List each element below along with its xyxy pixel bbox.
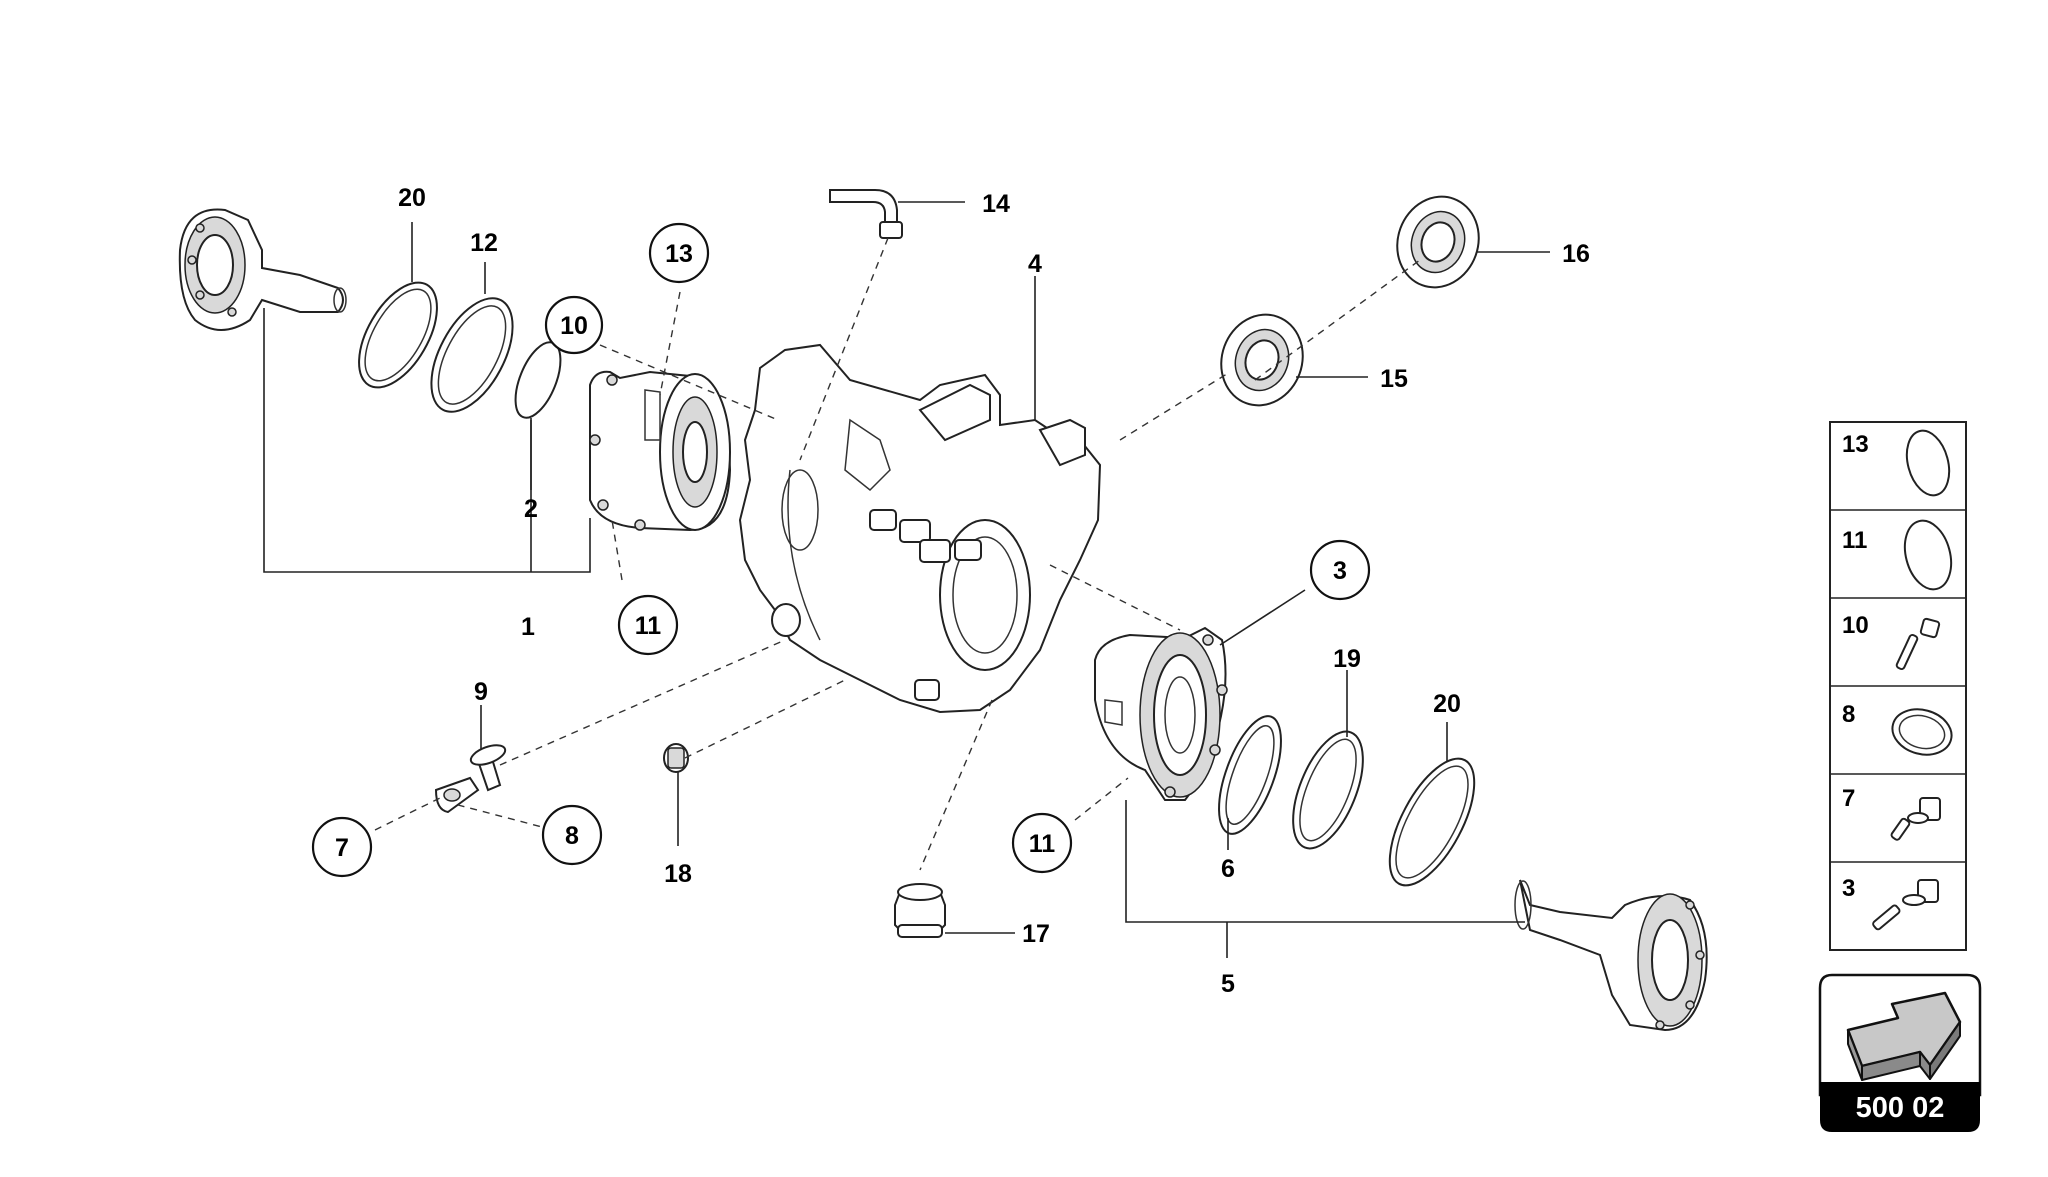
drain-plug <box>434 744 507 814</box>
seal-ring-12 <box>430 297 514 413</box>
shaft-seal-16 <box>1396 195 1480 289</box>
svg-text:3: 3 <box>1333 557 1347 585</box>
legend-row: 13 <box>1842 429 1951 497</box>
svg-text:7: 7 <box>1842 785 1855 812</box>
differential-housing <box>738 343 1102 714</box>
right-snap-ring <box>1388 757 1476 887</box>
bolt-icon <box>1895 617 1941 671</box>
right-flange-housing <box>1094 626 1228 801</box>
legend-row: 8 <box>1842 701 1953 756</box>
callout-9: 9 <box>474 678 488 706</box>
legend-row: 11 <box>1842 519 1953 591</box>
callout-6: 6 <box>1221 855 1235 883</box>
callout-15: 15 <box>1380 365 1408 393</box>
o-ring-icon <box>1903 519 1953 591</box>
right-output-shaft <box>1514 879 1708 1032</box>
screw-plug-18 <box>663 743 689 773</box>
o-ring-icon <box>1905 429 1951 497</box>
callout-14: 14 <box>982 190 1010 218</box>
flange-bolt-icon <box>1890 797 1941 841</box>
page-code: 500 02 <box>1856 1092 1945 1124</box>
left-flange-housing <box>589 370 732 532</box>
callout-16: 16 <box>1562 240 1590 268</box>
legend-row: 7 <box>1842 785 1941 841</box>
callout-17: 17 <box>1022 920 1050 948</box>
callout-1: 1 <box>521 613 535 641</box>
callout-4: 4 <box>1028 250 1042 278</box>
svg-text:10: 10 <box>560 312 588 340</box>
next-arrow-icon <box>1846 991 1962 1081</box>
left-output-shaft <box>178 208 347 331</box>
callout-20-left: 20 <box>398 184 426 212</box>
sealing-ring-icon <box>1891 708 1953 756</box>
svg-text:13: 13 <box>1842 431 1869 458</box>
svg-text:11: 11 <box>1029 830 1056 858</box>
callout-10: 10 <box>544 295 604 355</box>
callout-11-left: 11 <box>617 594 679 656</box>
callout-5: 5 <box>1221 970 1235 998</box>
svg-text:8: 8 <box>1842 701 1855 728</box>
callout-12: 12 <box>470 229 498 257</box>
callout-2: 2 <box>524 495 538 523</box>
left-snap-ring <box>358 281 438 389</box>
callout-11-right: 11 <box>1011 812 1073 874</box>
next-page-plate[interactable]: 500 02 <box>1818 973 1982 1132</box>
legend-row: 3 <box>1842 875 1939 931</box>
svg-text:3: 3 <box>1842 875 1855 902</box>
svg-text:11: 11 <box>635 612 662 640</box>
circled-callouts: 10 13 11 3 11 7 8 <box>311 222 1371 878</box>
callout-7: 7 <box>311 816 373 878</box>
flange-bolt-icon <box>1872 879 1939 931</box>
alignment-lines <box>374 237 1421 871</box>
breather-pipe <box>829 189 903 239</box>
callout-3: 3 <box>1309 539 1371 601</box>
callout-13: 13 <box>648 222 710 284</box>
callout-20-right: 20 <box>1433 690 1461 718</box>
parts-legend: 13 11 10 8 7 <box>1829 421 1967 951</box>
svg-text:10: 10 <box>1842 612 1869 639</box>
seal-ring-19 <box>1292 730 1364 850</box>
shaft-seal-15 <box>1220 313 1304 407</box>
callout-labels: 1 2 4 5 6 9 12 14 15 16 17 18 19 20 20 <box>398 184 1590 998</box>
callout-18: 18 <box>664 860 692 888</box>
o-ring-6 <box>1218 715 1282 835</box>
callout-19: 19 <box>1333 645 1361 673</box>
svg-text:8: 8 <box>565 822 579 850</box>
svg-text:13: 13 <box>665 240 693 268</box>
legend-row: 10 <box>1842 612 1941 671</box>
svg-text:11: 11 <box>1842 527 1867 554</box>
screw-plug-17 <box>894 883 946 938</box>
svg-text:7: 7 <box>335 834 349 862</box>
callout-8: 8 <box>541 804 603 866</box>
leader-lines <box>263 201 1550 958</box>
